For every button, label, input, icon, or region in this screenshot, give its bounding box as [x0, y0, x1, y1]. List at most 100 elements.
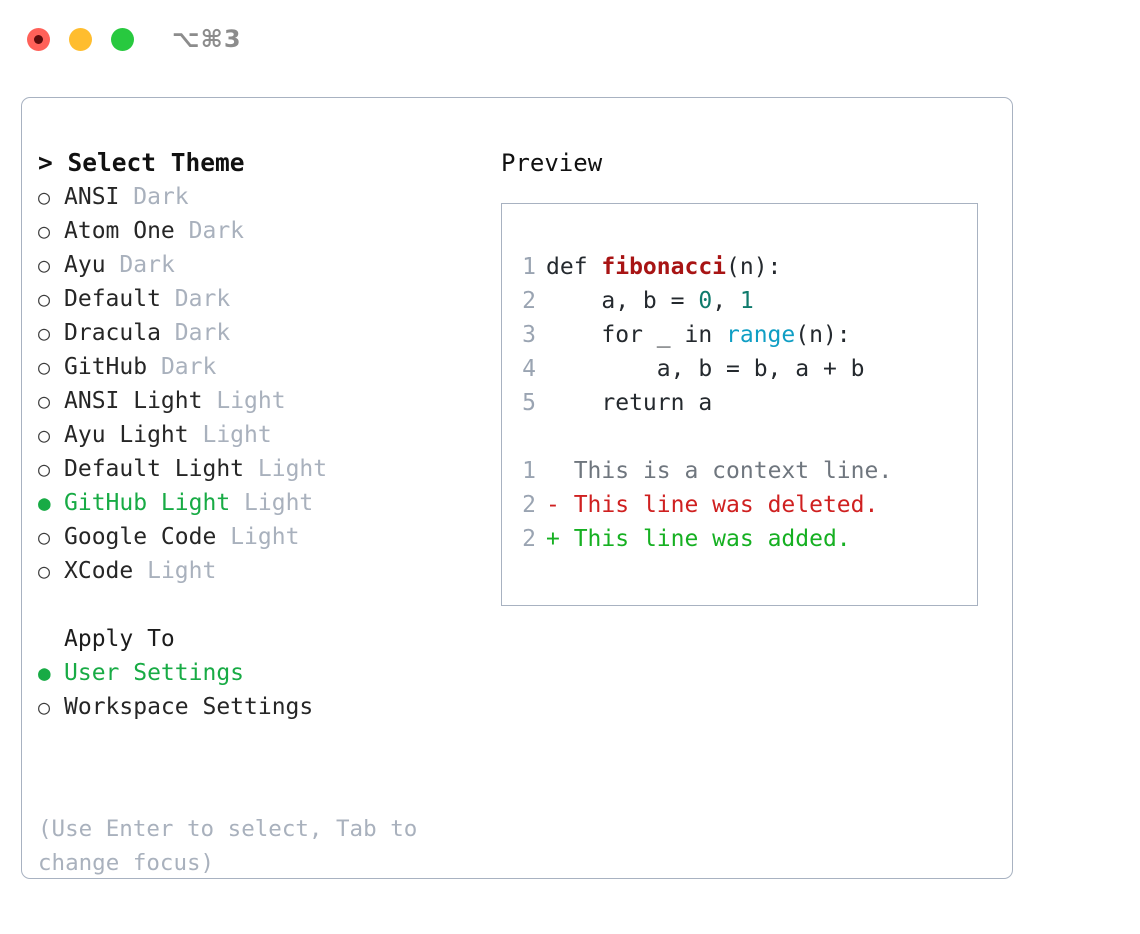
diff-marker: -	[546, 492, 574, 518]
keyboard-hint-text: (Use Enter to select, Tab to change focu…	[38, 816, 418, 876]
theme-variant-tag: Light	[230, 524, 300, 550]
theme-option-label: ANSI	[64, 184, 120, 210]
title-bar: ⌥⌘3	[0, 0, 1140, 78]
diff-line-content: This line was deleted.	[573, 492, 879, 518]
code-token-kw: def	[546, 254, 602, 280]
code-token-num: 1	[739, 288, 754, 314]
code-line-content: a, b = 0, 1	[546, 284, 754, 318]
code-blank-line	[502, 420, 977, 454]
line-number: 1	[522, 458, 536, 484]
apply-to-option-label: User Settings	[64, 660, 245, 686]
code-line: 5 return a	[502, 386, 977, 420]
theme-variant-tag: Dark	[133, 184, 189, 210]
code-token-bi: range	[726, 322, 796, 348]
theme-variant-tag: Dark	[119, 252, 175, 278]
preview-title: Preview	[501, 149, 603, 177]
radio-unselected-icon: ○	[38, 457, 51, 481]
theme-option-ayu[interactable]: ○Ayu Dark	[38, 248, 488, 282]
theme-option-github[interactable]: ○ GitHub Dark	[38, 350, 488, 384]
theme-option-github-light[interactable]: ● GitHub Light Light	[38, 486, 488, 520]
theme-option-ansi[interactable]: ○ANSI Dark	[38, 180, 488, 214]
code-token-plain: return a	[546, 390, 713, 416]
apply-to-option-user-settings[interactable]: ● User Settings	[38, 656, 488, 690]
theme-option-label: GitHub	[64, 354, 148, 380]
theme-variant-tag: Dark	[160, 354, 217, 380]
theme-option-label: Google Code	[64, 524, 217, 550]
code-line-content: for _ in range(n):	[546, 318, 851, 352]
line-number: 2	[522, 526, 536, 552]
radio-unselected-icon: ○	[38, 525, 51, 549]
theme-selector-column: > Select Theme ○ANSI Dark○Atom One Dark○…	[38, 146, 488, 724]
radio-unselected-icon: ○	[38, 389, 51, 413]
diff-line-content: This line was added.	[573, 526, 851, 552]
close-button[interactable]	[27, 27, 50, 51]
apply-to-option-workspace-settings[interactable]: ○Workspace Settings	[38, 690, 488, 724]
code-token-num: 0	[698, 288, 713, 314]
line-number: 5	[522, 390, 536, 416]
apply-to-option-list: ● User Settings ○Workspace Settings	[38, 656, 488, 724]
diff-line-content: This is a context line.	[573, 458, 893, 484]
code-token-fn: fibonacci	[601, 254, 727, 280]
diff-line-context: 1 This is a context line.	[502, 454, 977, 488]
radio-unselected-icon: ○	[38, 695, 51, 719]
theme-option-label: Default	[64, 286, 161, 312]
theme-option-default[interactable]: ○Default Dark	[38, 282, 488, 316]
theme-option-label: Atom One	[64, 218, 175, 244]
label-separator	[161, 316, 175, 350]
theme-option-google-code[interactable]: ○ Google Code Light	[38, 520, 488, 554]
line-number: 4	[522, 356, 536, 382]
theme-option-ayu-light[interactable]: ○Ayu Light Light	[38, 418, 488, 452]
label-separator	[133, 554, 147, 588]
theme-option-xcode[interactable]: ○XCode Light	[38, 554, 488, 588]
label-separator	[216, 520, 230, 554]
theme-option-label: Dracula	[64, 320, 161, 346]
label-separator	[161, 282, 175, 316]
theme-option-label: Default Light	[64, 456, 245, 482]
radio-unselected-icon: ○	[38, 559, 51, 583]
radio-unselected-icon: ○	[38, 219, 51, 243]
theme-option-default-light[interactable]: ○ Default Light Light	[38, 452, 488, 486]
select-theme-header: > Select Theme	[38, 148, 245, 177]
theme-option-label: GitHub Light	[64, 490, 231, 516]
code-line: 4 a, b = b, a + b	[502, 352, 977, 386]
code-token-plain: for _ in	[546, 322, 727, 348]
line-number: 3	[522, 322, 536, 348]
theme-variant-tag: Light	[257, 456, 328, 482]
keyboard-shortcut-label: ⌥⌘3	[172, 25, 242, 53]
list-spacer	[38, 588, 488, 622]
label-separator	[119, 180, 133, 214]
label-separator	[202, 384, 216, 418]
label-separator	[106, 248, 120, 282]
radio-selected-icon: ●	[38, 661, 51, 685]
code-line: 2 a, b = 0, 1	[502, 284, 977, 318]
traffic-light-group	[27, 27, 134, 51]
theme-option-atom-one[interactable]: ○Atom One Dark	[38, 214, 488, 248]
radio-unselected-icon: ○	[38, 355, 51, 379]
line-number: 2	[522, 492, 536, 518]
theme-option-label: Ayu	[64, 252, 106, 278]
radio-selected-icon: ●	[38, 491, 51, 515]
minimize-button[interactable]	[69, 27, 92, 51]
label-separator	[147, 350, 161, 384]
line-number: 2	[522, 288, 536, 314]
label-separator	[175, 214, 189, 248]
code-token-plain: a, b =	[546, 288, 699, 314]
theme-option-dracula[interactable]: ○Dracula Dark	[38, 316, 488, 350]
diff-line-deleted: 2- This line was deleted.	[502, 488, 977, 522]
main-panel: > Select Theme ○ANSI Dark○Atom One Dark○…	[21, 97, 1013, 879]
theme-variant-tag: Light	[202, 422, 272, 448]
label-separator	[189, 418, 203, 452]
code-line-content: def fibonacci(n):	[546, 250, 781, 284]
maximize-button[interactable]	[111, 27, 134, 51]
code-token-plain: (n):	[795, 322, 851, 348]
code-line-content: a, b = b, a + b	[546, 352, 865, 386]
theme-option-ansi-light[interactable]: ○ANSI Light Light	[38, 384, 488, 418]
theme-variant-tag: Light	[244, 490, 314, 516]
label-separator	[244, 452, 258, 486]
code-line-content: return a	[546, 386, 712, 420]
